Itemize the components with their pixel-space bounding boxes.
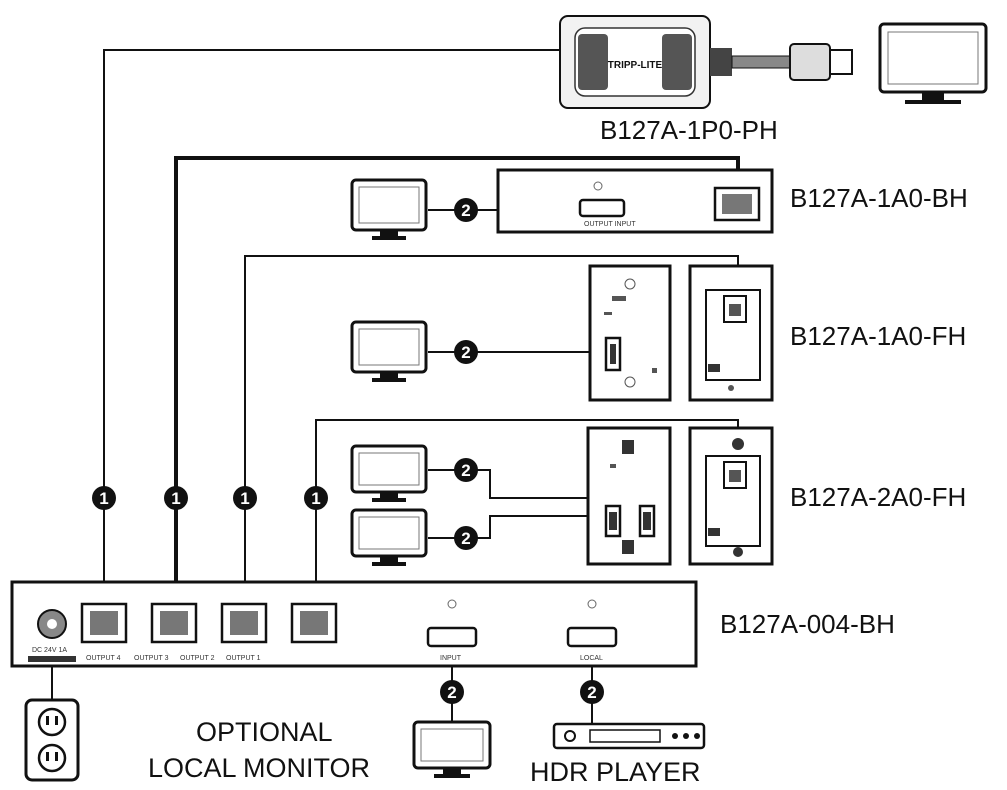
output-port-label: OUTPUT 4: [86, 655, 121, 662]
receiver-2port-plate-device: B127A-2A0-FH: [586, 426, 966, 566]
svg-text:2: 2: [447, 683, 456, 702]
cable-2-badge: 2: [454, 526, 478, 550]
receiver-1port-plate-device: B127A-1A0-FH: [588, 264, 966, 402]
monitor-icon: [350, 508, 428, 566]
hdr-player-caption: HDR PLAYER: [530, 757, 701, 787]
hdmi-local-port: [566, 626, 618, 648]
hdmi-input-port: [426, 626, 478, 648]
monitor-icon: [350, 178, 428, 240]
svg-text:1: 1: [99, 489, 108, 508]
output-port: OUTPUT 3: [134, 602, 198, 662]
wall-outlet-icon: [24, 698, 80, 782]
svg-text:1: 1: [171, 489, 180, 508]
cable-2-badge: 2: [440, 680, 464, 704]
svg-text:2: 2: [461, 461, 470, 480]
svg-text:2: 2: [587, 683, 596, 702]
cable-1-badge: 1: [164, 486, 188, 510]
output-port: OUTPUT 2: [180, 602, 268, 662]
local-label: LOCAL: [580, 655, 603, 662]
output-port: OUTPUT 4: [80, 602, 128, 662]
output-port-label: OUTPUT 1: [226, 655, 261, 662]
cable-2-badge: 2: [454, 198, 478, 222]
cable-2-badge: 2: [454, 340, 478, 364]
output-port: OUTPUT 1: [226, 602, 338, 662]
monitor-icon: [350, 444, 428, 502]
optional-caption-line2: LOCAL MONITOR: [148, 753, 370, 783]
power-label: DC 24V 1A: [32, 647, 67, 654]
transmitter-label: B127A-1P0-PH: [600, 115, 778, 145]
output-port-label: OUTPUT 2: [180, 655, 215, 662]
hdmi-badges: 2 2 2 2 2 2: [440, 198, 604, 704]
monitor-icon: [412, 720, 492, 778]
svg-text:1: 1: [240, 489, 249, 508]
brand-logo: TRIPP-LITE: [608, 60, 663, 71]
receiver-box-label: B127A-1A0-BH: [790, 183, 968, 213]
cable-1-badge: 1: [92, 486, 116, 510]
splitter-device: DC 24V 1A OUTPUT 4 OUTPUT 3 OUTPUT 2 OUT…: [10, 580, 895, 668]
cable-2-badge: 2: [580, 680, 604, 704]
optional-caption-line1: OPTIONAL: [196, 717, 333, 747]
svg-text:2: 2: [461, 529, 470, 548]
monitor-icon: [878, 22, 988, 104]
cable-output4-to-transmitter: [103, 49, 560, 604]
receiver-box-port-label: OUTPUT INPUT: [584, 221, 636, 228]
hdr-player-icon: [552, 722, 706, 750]
cable-1-badge: 1: [233, 486, 257, 510]
svg-text:1: 1: [311, 489, 320, 508]
transmitter-device: TRIPP-LITE B127A-1P0-PH: [559, 15, 853, 145]
receiver-2port-label: B127A-2A0-FH: [790, 482, 966, 512]
input-label: INPUT: [440, 655, 462, 662]
output-port-label: OUTPUT 3: [134, 655, 169, 662]
splitter-label: B127A-004-BH: [720, 609, 895, 639]
receiver-box-device: OUTPUT INPUT B127A-1A0-BH: [496, 168, 968, 234]
receiver-1port-label: B127A-1A0-FH: [790, 321, 966, 351]
cat-badges: 1 1 1 1: [92, 486, 328, 510]
cable-2-badge: 2: [454, 458, 478, 482]
svg-text:2: 2: [461, 343, 470, 362]
cable-1-badge: 1: [304, 486, 328, 510]
svg-text:2: 2: [461, 201, 470, 220]
monitor-icon: [350, 320, 428, 382]
